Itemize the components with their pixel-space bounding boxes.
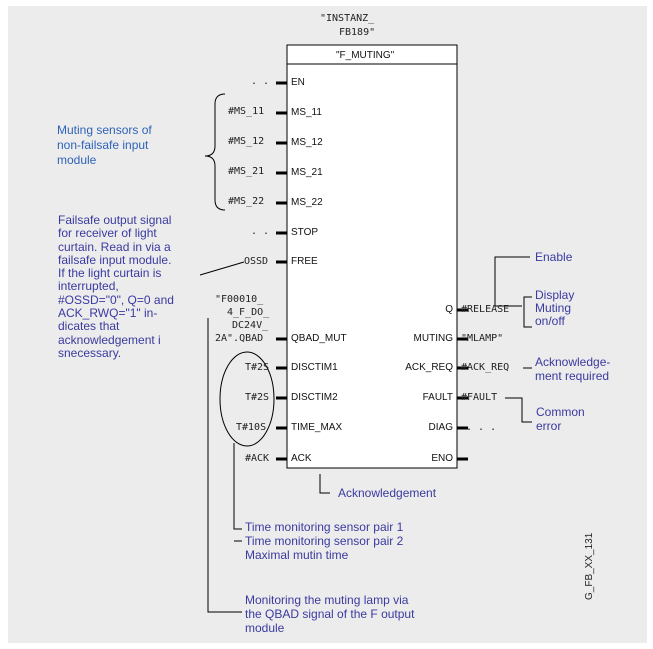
time-params-ellipse	[219, 351, 275, 447]
pin-time-max: TIME_MAX	[291, 422, 343, 433]
qbad-leader	[207, 318, 242, 613]
pin-disctim1: DISCTIM1	[291, 362, 338, 373]
param-ack-req: #ACK_REQ	[461, 362, 510, 373]
function-block-box	[286, 44, 458, 469]
pin-disctim2: DISCTIM2	[291, 392, 338, 403]
param-free: OSSD	[244, 256, 269, 267]
pin-muting: MUTING	[413, 333, 453, 344]
pin-ms11: MS_11	[291, 107, 322, 118]
pin-fault: FAULT	[422, 392, 453, 403]
note-ack-required: Acknowledge-ment required	[535, 355, 611, 383]
param-fault: #FAULT	[461, 392, 498, 403]
muting-sensor-brace	[204, 93, 226, 211]
ossd-leader	[199, 261, 245, 276]
pin-diag: DIAG	[428, 422, 453, 433]
param-en: . . .	[251, 76, 282, 87]
pin-eno: ENO	[431, 453, 453, 464]
pin-free: FREE	[291, 256, 318, 267]
pin-en: EN	[291, 77, 305, 88]
param-stop: . . .	[251, 226, 282, 237]
param-qbad-line1: "F00010_	[215, 294, 264, 305]
ack-leader	[319, 474, 330, 494]
note-enable: Enable	[535, 250, 573, 264]
pin-ms22: MS_22	[291, 197, 323, 208]
param-qbad-line2: 4_F_DO_	[227, 307, 270, 318]
param-ack: #ACK	[245, 453, 270, 464]
param-diag: . . .	[466, 422, 497, 433]
pin-stop: STOP	[291, 227, 319, 238]
display-bracket	[523, 296, 532, 328]
pin-q: Q	[445, 304, 453, 315]
param-disctim2: T#2S	[245, 392, 270, 403]
param-qbad-line4: 2A".QBAD	[215, 333, 264, 344]
param-q: #RELEASE	[461, 304, 510, 315]
block-type-name: "F_MUTING"	[336, 50, 395, 61]
time-leader	[233, 443, 242, 530]
instance-name-line1: "INSTANZ_	[320, 13, 375, 24]
error-leader	[505, 397, 532, 423]
input-pins	[276, 81, 287, 461]
param-disctim1: T#2S	[245, 362, 270, 373]
pin-ack-req: ACK_REQ	[405, 362, 453, 373]
pin-ack: ACK	[291, 453, 312, 464]
figure-id: G_FB_XX_131	[584, 532, 595, 600]
pin-ms21: MS_21	[291, 167, 323, 178]
instance-name-line2: FB189"	[339, 27, 376, 38]
note-acknowledgement: Acknowledgement	[338, 486, 437, 500]
param-ms21: #MS_21	[228, 166, 265, 177]
output-pins	[457, 308, 468, 461]
param-qbad-line3: DC24V_	[232, 320, 269, 331]
enable-leader	[494, 256, 530, 307]
param-ms11: #MS_11	[228, 106, 265, 117]
pin-ms12: MS_12	[291, 137, 323, 148]
param-muting: "MLAMP"	[461, 333, 504, 344]
param-time-max: T#10S	[236, 422, 267, 433]
pin-qbad-mut: QBAD_MUT	[291, 333, 347, 344]
param-ms22: #MS_22	[228, 196, 265, 207]
param-ms12: #MS_12	[228, 136, 265, 147]
